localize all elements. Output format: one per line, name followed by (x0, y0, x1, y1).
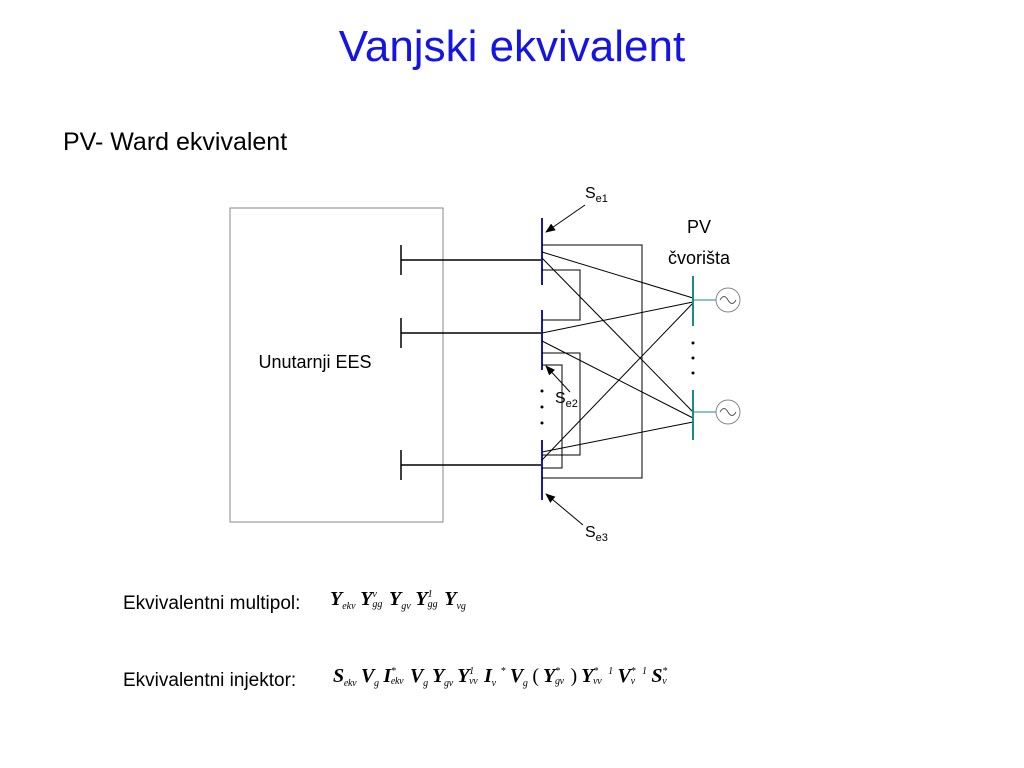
multipol-label: Ekvivalentni multipol: (123, 593, 301, 614)
se3-label: Se3 (585, 524, 608, 544)
internal-bus-stubs (400, 245, 542, 480)
injektor-label: Ekvivalentni injektor: (123, 670, 297, 691)
ellipsis-dots-left (540, 389, 544, 425)
ac-source-icon (715, 399, 741, 425)
pointer-arrows (545, 204, 586, 526)
subtitle: PV- Ward ekvivalent (63, 128, 288, 156)
pv-label: PV (687, 217, 711, 237)
ellipsis-dots-right (691, 341, 695, 375)
page-title: Vanjski ekvivalent (338, 22, 686, 71)
se2-label: Se2 (555, 390, 578, 410)
internal-system-label: Unutarnji EES (258, 352, 371, 372)
pv-label-line2: čvorišta (668, 248, 731, 268)
ac-source-icon (715, 287, 741, 313)
generator-links (693, 299, 716, 413)
se1-label: Se1 (585, 185, 608, 205)
equivalent-network (541, 244, 694, 479)
